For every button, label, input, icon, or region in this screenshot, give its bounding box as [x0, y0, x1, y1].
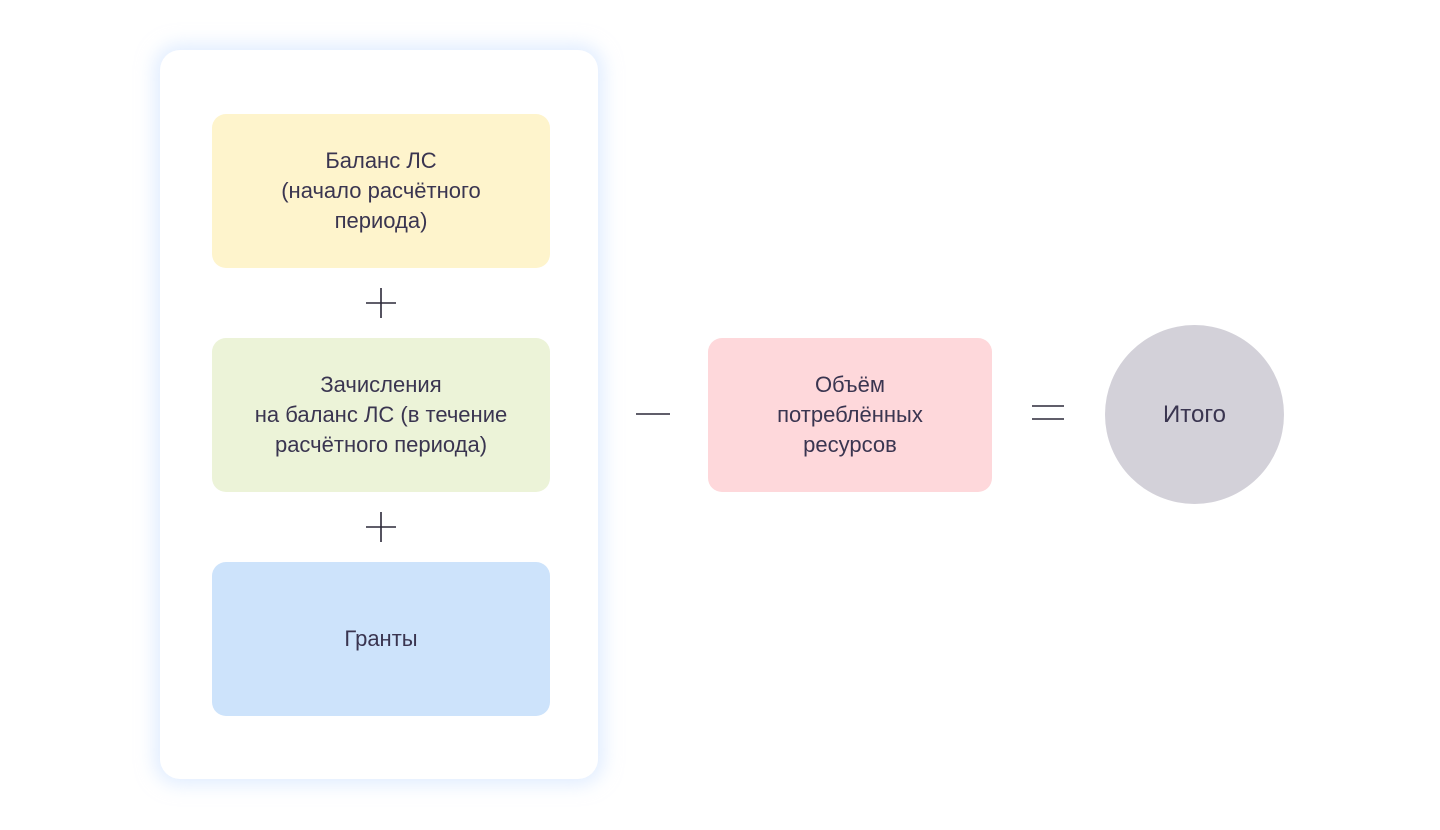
balance-start-label: Баланс ЛС (начало расчётного периода): [281, 148, 481, 233]
grants-label: Гранты: [344, 626, 418, 651]
minus-icon: [636, 405, 670, 423]
usage-label: Объём потреблённых ресурсов: [777, 372, 923, 457]
grants-box: Гранты: [212, 562, 550, 716]
total-label: Итого: [1163, 400, 1226, 428]
equals-icon: [1032, 400, 1064, 426]
total-circle: Итого: [1105, 325, 1284, 504]
usage-box: Объём потреблённых ресурсов: [708, 338, 992, 492]
plus-icon: [365, 511, 397, 543]
plus-icon: [365, 287, 397, 319]
balance-start-box: Баланс ЛС (начало расчётного периода): [212, 114, 550, 268]
credits-label: Зачисления на баланс ЛС (в течение расчё…: [254, 372, 508, 457]
credits-box: Зачисления на баланс ЛС (в течение расчё…: [212, 338, 550, 492]
